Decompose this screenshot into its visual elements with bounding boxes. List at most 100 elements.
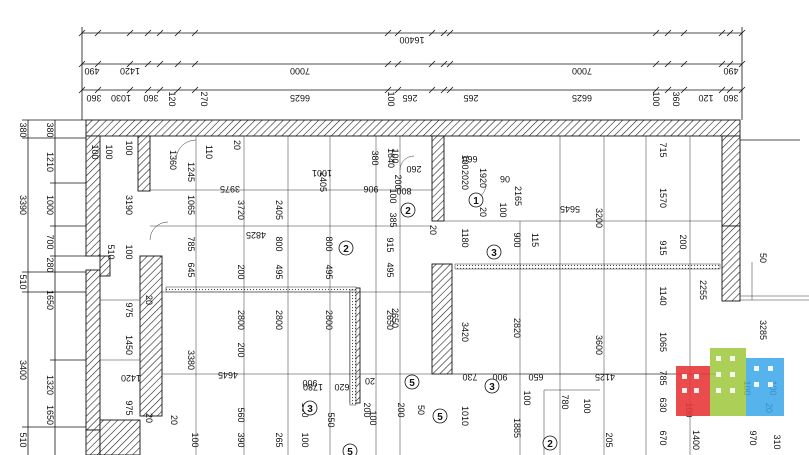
room-dim-label: 115 <box>530 233 540 247</box>
room-dim-label: 5645 <box>560 204 580 214</box>
room-dim-label: 3200 <box>594 208 604 228</box>
room-dim-label: 100 <box>90 144 100 159</box>
building-logo-icon <box>676 348 784 416</box>
dotted-partition-2 <box>454 263 721 270</box>
section-marker-circle <box>404 374 420 390</box>
dimension-tick <box>738 86 746 94</box>
room-dim-label: 970 <box>748 430 758 445</box>
section-marker-label: 2 <box>343 244 349 255</box>
dimension-tick <box>718 29 726 37</box>
section-marker-circle <box>338 240 354 256</box>
section-marker-circle <box>542 435 558 451</box>
dimension-tick <box>78 29 86 37</box>
room-dim-label: 4645 <box>218 370 238 380</box>
room-dim-label: 260 <box>406 164 421 174</box>
dim-left-inner-2: 1000 <box>45 195 55 215</box>
section-marker-label: 2 <box>547 439 553 450</box>
dim-row3-12: 120 <box>698 93 713 103</box>
dim-left-inner-3: 700 <box>45 234 55 249</box>
room-dim-label: 4825 <box>246 230 266 240</box>
dimension-tick <box>738 29 746 37</box>
dimension-tick <box>78 86 86 94</box>
dimension-tick <box>446 29 454 37</box>
dimension-tick <box>384 60 392 68</box>
dim-row3-9: 6625 <box>572 93 592 103</box>
room-dim-label: 3285 <box>758 320 768 340</box>
room-dim-label: 2650 <box>385 310 395 330</box>
room-dim-label: 975 <box>124 400 134 415</box>
room-dim-label: 2800 <box>236 310 246 330</box>
section-marker-label: 5 <box>437 412 443 423</box>
room-dim-label: 4125 <box>595 372 615 382</box>
room-dim-label: 200 <box>678 234 688 249</box>
dimension-tick <box>446 86 454 94</box>
room-dim-label: 715 <box>658 142 668 157</box>
section-marker-label: 3 <box>491 248 497 259</box>
dim-row2-1: 1420 <box>120 66 140 76</box>
room-dim-label: 560 <box>236 407 246 422</box>
room-dim-label: 3420 <box>460 322 470 342</box>
dimension-tick <box>94 60 102 68</box>
top-dim-row3: 360 1030 360 120 270 6625 100 265 265 66… <box>86 91 738 106</box>
dim-row3-11: 360 <box>671 91 681 106</box>
room-dim-label: 1245 <box>186 162 196 182</box>
section-marker-circle <box>302 400 318 416</box>
room-dim-label: 200 <box>236 264 246 279</box>
dim-row3-0: 360 <box>86 93 101 103</box>
dim-left-outer-0: 380 <box>18 122 28 137</box>
dim-left-inner-6: 1320 <box>45 375 55 395</box>
room-dim-label: 800 <box>396 186 411 196</box>
dim-row2-3: 7000 <box>572 66 592 76</box>
dimension-tick <box>428 29 436 37</box>
room-dim-label: 100 <box>124 140 134 155</box>
dotted-partition-1 <box>165 286 357 293</box>
room-dim-label: 3380 <box>186 350 196 370</box>
room-dim-label: 1450 <box>124 335 134 355</box>
room-dim-label: 650 <box>528 372 543 382</box>
room-dim-label: 2800 <box>324 310 334 330</box>
room-dim-label: 100 <box>368 410 378 425</box>
room-dim-label: 1920 <box>478 168 488 188</box>
dimension-tick <box>384 29 392 37</box>
dimension-tick <box>680 86 688 94</box>
room-dim-label: 3720 <box>236 200 246 220</box>
room-dim-label: 100 <box>124 244 134 259</box>
dimension-tick <box>718 60 726 68</box>
dimension-tick <box>664 29 672 37</box>
dimension-tick <box>394 29 402 37</box>
room-dim-label: 100 <box>300 432 310 447</box>
room-dim-label: 20 <box>169 415 179 425</box>
room-dim-label: 900 <box>492 372 507 382</box>
room-dim-label: 100 <box>390 148 400 163</box>
room-dim-label: 20 <box>428 225 438 235</box>
dimension-tick <box>428 60 436 68</box>
room-dim-label: 200 <box>236 342 246 357</box>
section-marker-circle <box>342 443 358 455</box>
room-dim-label: 900 <box>302 378 317 388</box>
room-dim-label: 2255 <box>698 280 708 300</box>
room-dim-label: 915 <box>385 237 395 252</box>
room-dim-label: 495 <box>385 262 395 277</box>
dimension-tick <box>680 29 688 37</box>
room-dim-label: 1780 <box>303 382 323 392</box>
section-marker-label: 3 <box>489 382 495 393</box>
room-dim-label: 1065 <box>186 195 196 215</box>
room-dim-label: 2020 <box>460 170 470 190</box>
room-dim-label: 550 <box>326 412 336 427</box>
room-dim-label: 20 <box>478 207 488 217</box>
dimension-tick <box>440 29 448 37</box>
section-marker-circle <box>486 244 502 260</box>
section-marker-circle <box>400 202 416 218</box>
room-dim-label: 800 <box>274 236 284 251</box>
dimension-tick <box>144 29 152 37</box>
dim-row2-2: 7000 <box>290 66 310 76</box>
dim-row3-8: 265 <box>463 93 478 103</box>
dimension-tick <box>394 86 402 94</box>
dimension-tick <box>144 60 152 68</box>
dimension-tick <box>144 86 152 94</box>
room-dim-label: 100 <box>460 154 470 169</box>
room-dim-label: 1570 <box>658 188 668 208</box>
dim-row3-6: 100 <box>386 91 396 106</box>
room-dim-label: 800 <box>324 236 334 251</box>
room-dim-label: 1065 <box>658 332 668 352</box>
